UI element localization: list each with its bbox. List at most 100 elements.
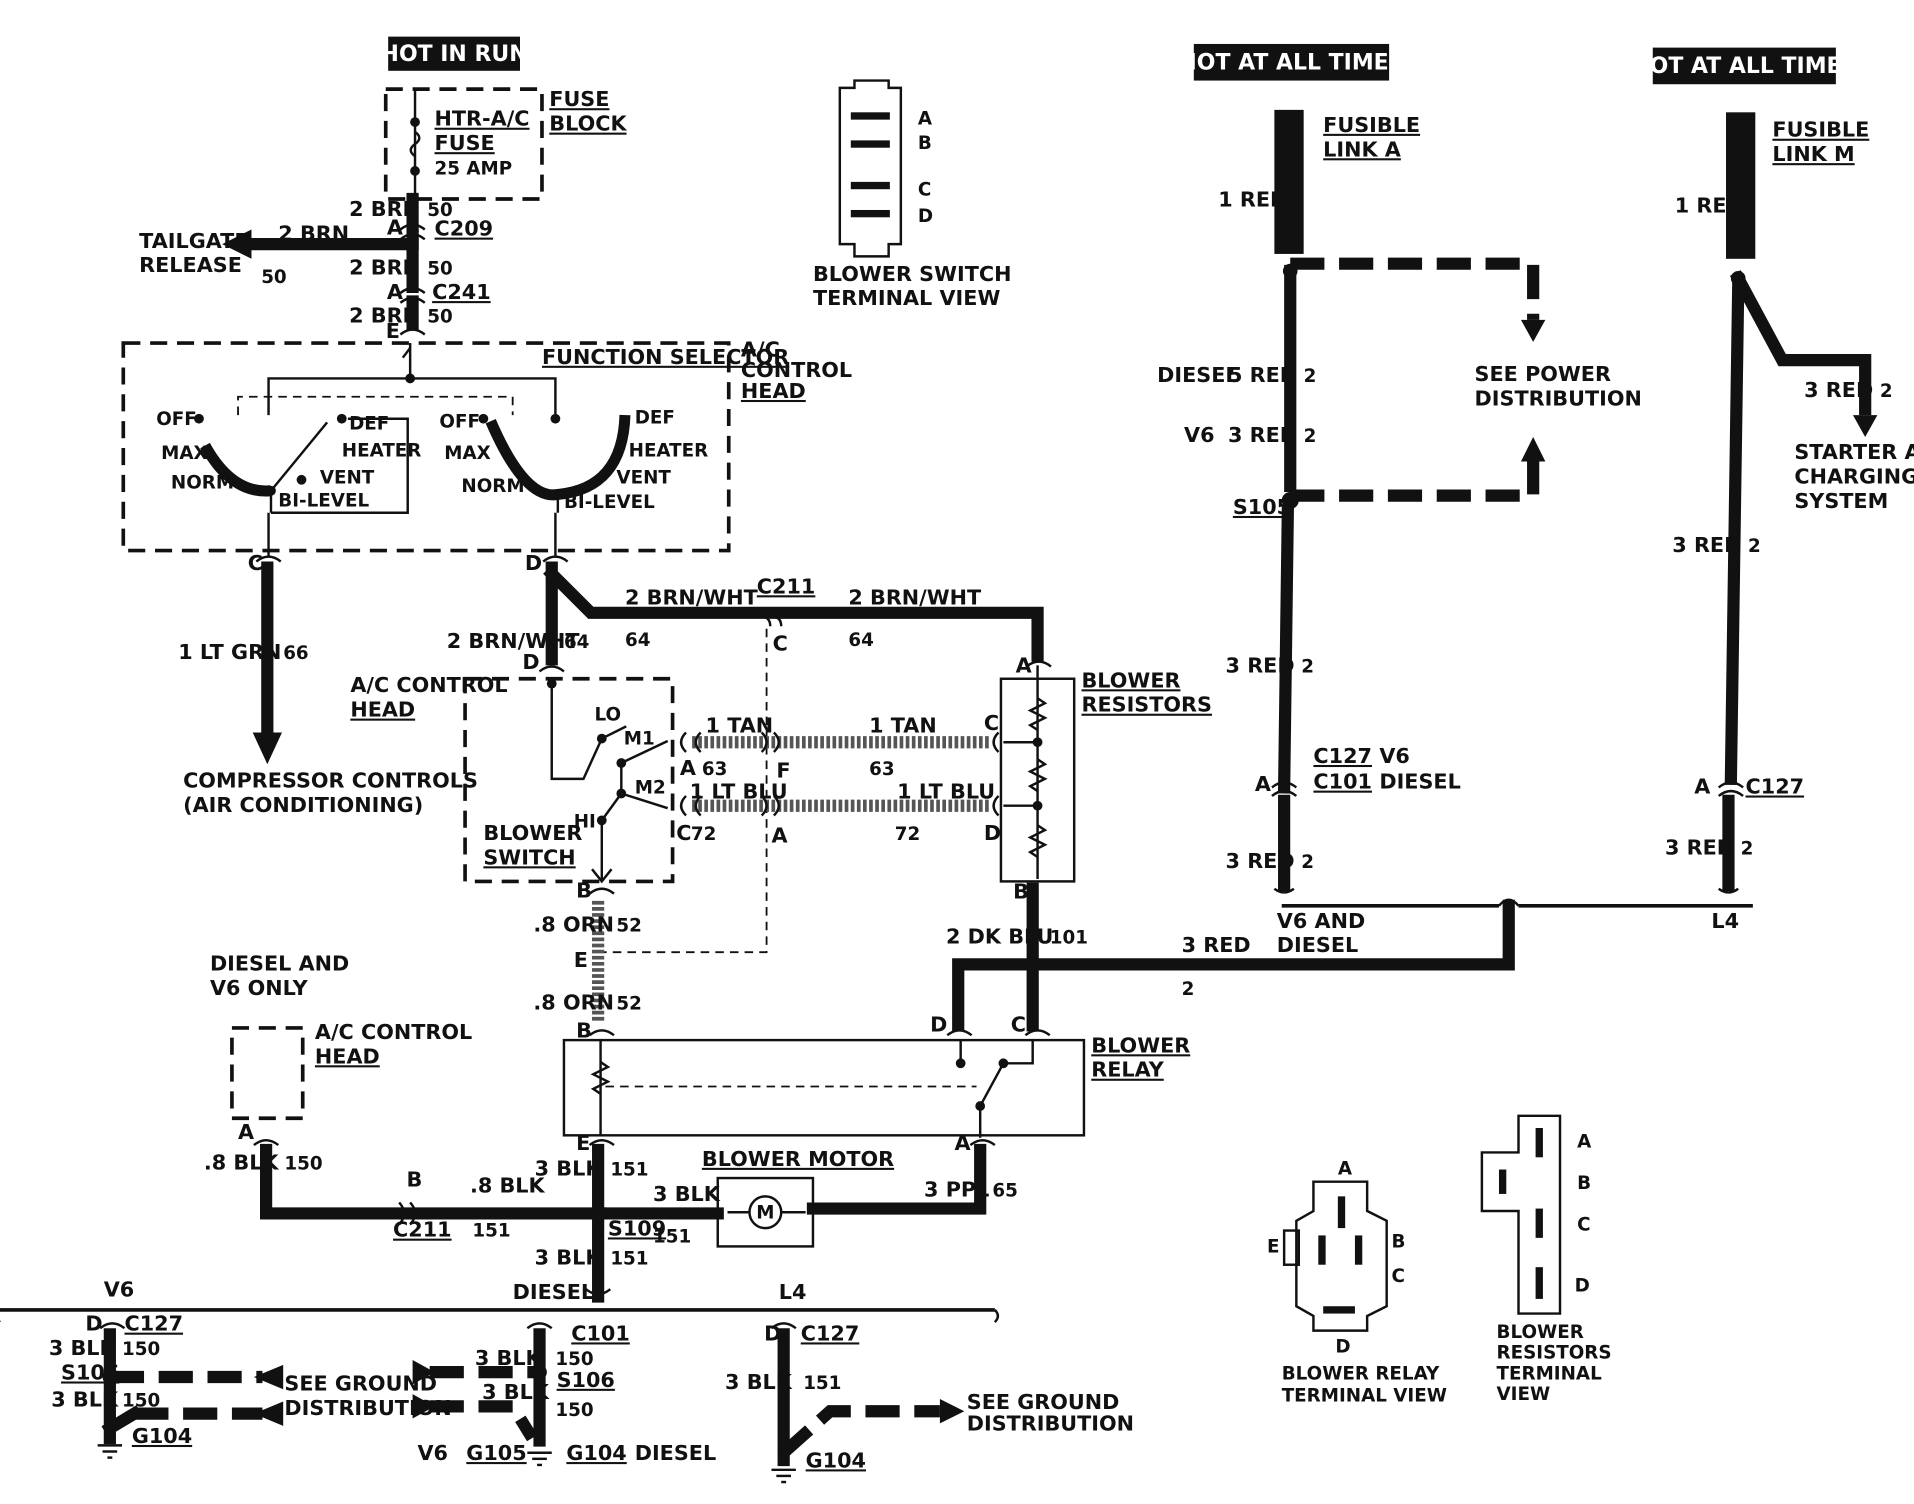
hot-in-run-text: HOT IN RUN: [381, 42, 528, 67]
term-c-fs: C: [248, 551, 263, 575]
fuse-name: HTR-A/C: [435, 107, 530, 131]
term-a-c211: A: [771, 823, 787, 847]
blower-switch-box: [463, 676, 675, 884]
fs-left-heater: HEATER: [342, 441, 422, 462]
rtv-label-1: BLOWER RELAY: [1282, 1363, 1440, 1384]
fs-left-def: DEF: [349, 414, 389, 435]
wire-blk3-v6b: 3 BLK: [51, 1387, 119, 1411]
circuit-52-b: 52: [616, 994, 641, 1015]
circuit-64-b: 64: [625, 630, 650, 651]
circuit-2-relay: 2: [1182, 979, 1195, 1000]
term-b-resistors: B: [1013, 879, 1029, 903]
see-ground-v6-1: SEE GROUND: [284, 1371, 437, 1395]
compressor-label: COMPRESSOR CONTROLS: [183, 768, 478, 792]
fusible-m-label-2: LINK M: [1772, 142, 1854, 166]
wire-ltblu-a: 1 LT BLU: [690, 779, 788, 803]
rsv-c: C: [1577, 1215, 1590, 1236]
wire-ltgrn: 1 LT GRN: [178, 640, 281, 664]
term-d-relay: D: [930, 1013, 947, 1037]
wire-brnwht-a: 2 BRN/WHT: [625, 585, 759, 609]
term-b-bs: B: [576, 878, 592, 902]
starter-1: STARTER AND: [1794, 440, 1914, 464]
see-ground-l4-2: DISTRIBUTION: [967, 1412, 1134, 1436]
hot-all-times-m-header: [1652, 47, 1836, 85]
circuit-50-c: 50: [427, 306, 452, 327]
term-a-c241: A: [387, 280, 403, 304]
engine-diesel-and: DIESEL: [1277, 933, 1358, 957]
circuit-151-b: 151: [610, 1160, 648, 1181]
term-d-bs: D: [522, 650, 539, 674]
tailgate-label: TAILGATE: [139, 229, 248, 253]
engine-v6-c127: V6: [1379, 744, 1409, 768]
connector-c127-v6: C127: [125, 1312, 184, 1336]
fuse-block-label: FUSE: [549, 87, 609, 111]
wire-red3-c: 3 RED: [1226, 849, 1295, 873]
term-c-c211: C: [773, 632, 788, 656]
circuit-150-diesel-a: 150: [555, 1349, 593, 1370]
engine-diesel-bottom: DIESEL: [635, 1441, 716, 1465]
fuse-rating: 25 AMP: [435, 159, 513, 180]
circuit-64-c: 64: [848, 630, 873, 651]
fs-right-vent: VENT: [616, 467, 671, 488]
circuit-72-a: 72: [691, 824, 716, 845]
term-f-c211: F: [776, 759, 790, 783]
engine-v6-and: V6 AND: [1277, 909, 1365, 933]
wire-red3-m: 3 RED: [1804, 378, 1873, 402]
term-c-relay: C: [1011, 1013, 1026, 1037]
wire-label-c241: 2 BRN: [349, 256, 420, 280]
term-e-c211: E: [574, 948, 588, 972]
connector-c101-a: C101: [1313, 770, 1372, 794]
hot-in-run-header: [388, 36, 521, 71]
term-a-bs: A: [680, 756, 696, 780]
bsv-a: A: [918, 109, 933, 130]
compressor-label2: (AIR CONDITIONING): [183, 793, 423, 817]
ac-head-small-2: HEAD: [315, 1044, 380, 1068]
term-a-c127m: A: [1694, 775, 1710, 799]
engine-diesel-c101: DIESEL: [1379, 770, 1460, 794]
splice-s106-v6: S106: [61, 1360, 119, 1384]
splice-s109: S109: [608, 1216, 666, 1240]
wire-brnwht-c: 2 BRN/WHT: [447, 629, 581, 653]
starter-3: SYSTEM: [1794, 489, 1888, 513]
wire-red1-a: 1 RED: [1218, 187, 1287, 211]
bs-name-1: BLOWER: [483, 821, 582, 845]
wire-red3-a: 3 RED: [1228, 423, 1297, 447]
motor-symbol: M: [756, 1202, 774, 1223]
engine-v6: V6: [104, 1277, 134, 1301]
engine-v6-red: V6: [1184, 423, 1214, 447]
term-d-fs: D: [525, 551, 542, 575]
term-e-fs: E: [386, 319, 400, 343]
wire-red3-m2: 3 RED: [1672, 533, 1741, 557]
ac-control-head-3: HEAD: [741, 379, 806, 403]
wire-label-fuse: 2 BRN: [349, 197, 420, 221]
wire-blk3-v6a: 3 BLK: [49, 1336, 117, 1360]
circuit-63-a: 63: [702, 759, 727, 780]
wire-red-relay: 3 RED: [1182, 933, 1251, 957]
term-a-c127a: A: [1255, 772, 1271, 796]
engine-diesel-red: DIESEL: [1157, 363, 1238, 387]
bs-hi: HI: [574, 812, 596, 833]
wire-blk3-diesel-a: 3 BLK: [475, 1346, 543, 1370]
br-label-2: RESISTORS: [1082, 693, 1212, 717]
term-a-ach: A: [238, 1120, 254, 1144]
wire-label-e: 2 BRN: [349, 303, 420, 327]
bs-name-2: SWITCH: [483, 845, 575, 869]
bsv-label-2: TERMINAL VIEW: [813, 286, 1000, 310]
wire-brnwht-b: 2 BRN/WHT: [848, 585, 982, 609]
rtv-b: B: [1392, 1232, 1406, 1253]
splice-s106-diesel: S106: [557, 1368, 615, 1392]
fuse-block-label2: BLOCK: [549, 112, 627, 136]
circuit-150-a: 150: [284, 1154, 322, 1175]
circuit-52-a: 52: [616, 915, 641, 936]
circuit-2-m3: 2: [1741, 839, 1754, 860]
hot-all-times-a-header: [1193, 43, 1390, 81]
wire-tan-b: 1 TAN: [869, 713, 937, 737]
bs-head-2: HEAD: [350, 698, 415, 722]
fs-right-max: MAX: [444, 443, 490, 464]
circuit-63-b: 63: [869, 759, 894, 780]
ac-control-head-2: CONTROL: [741, 358, 852, 382]
blower-switch-connector-icon: [838, 79, 903, 258]
ac-head-small-box: [230, 1026, 305, 1121]
term-d-br: D: [984, 821, 1001, 845]
ac-head-small-1: A/C CONTROL: [315, 1020, 472, 1044]
